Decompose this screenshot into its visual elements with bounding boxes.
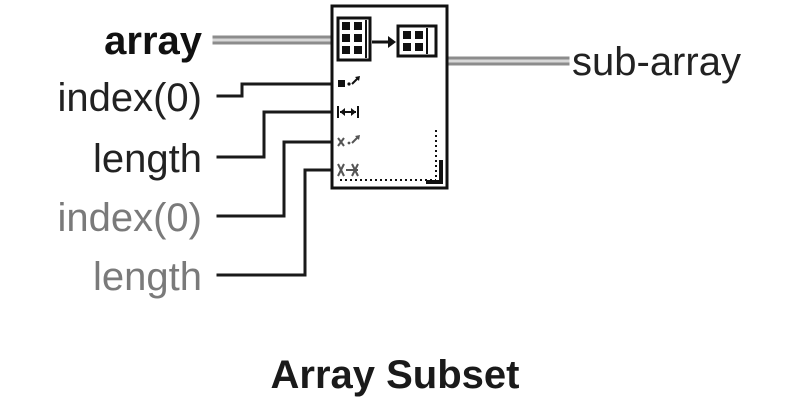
output-label-sub-array: sub-array	[572, 40, 741, 84]
index-wire-2[interactable]	[216, 140, 337, 218]
index-wire-1[interactable]	[216, 82, 337, 98]
grow-region	[340, 130, 437, 181]
length-wire-1[interactable]	[216, 110, 337, 159]
node-caption: Array Subset	[271, 353, 520, 397]
array-wire[interactable]	[212, 35, 337, 45]
resize-handle-icon[interactable]	[426, 160, 443, 184]
length-terminal-icon-2	[337, 163, 359, 177]
array-icon	[336, 16, 372, 62]
index-terminal-icon-2	[337, 135, 360, 147]
array-subset-node[interactable]	[330, 4, 449, 190]
terminal-label-array: array	[104, 19, 203, 63]
terminal-label-index-1: index(0)	[57, 76, 202, 120]
terminal-label-index-2: index(0)	[57, 196, 202, 240]
sub-array-wire[interactable]	[443, 56, 570, 66]
index-terminal-icon	[338, 76, 360, 87]
length-terminal-icon	[337, 106, 359, 118]
terminal-label-length-2: length	[93, 255, 202, 299]
length-wire-2[interactable]	[216, 168, 337, 277]
sub-array-icon	[396, 24, 438, 58]
arrow-icon	[372, 36, 396, 48]
terminal-label-length-1: length	[93, 137, 202, 181]
input-wires	[212, 35, 337, 277]
